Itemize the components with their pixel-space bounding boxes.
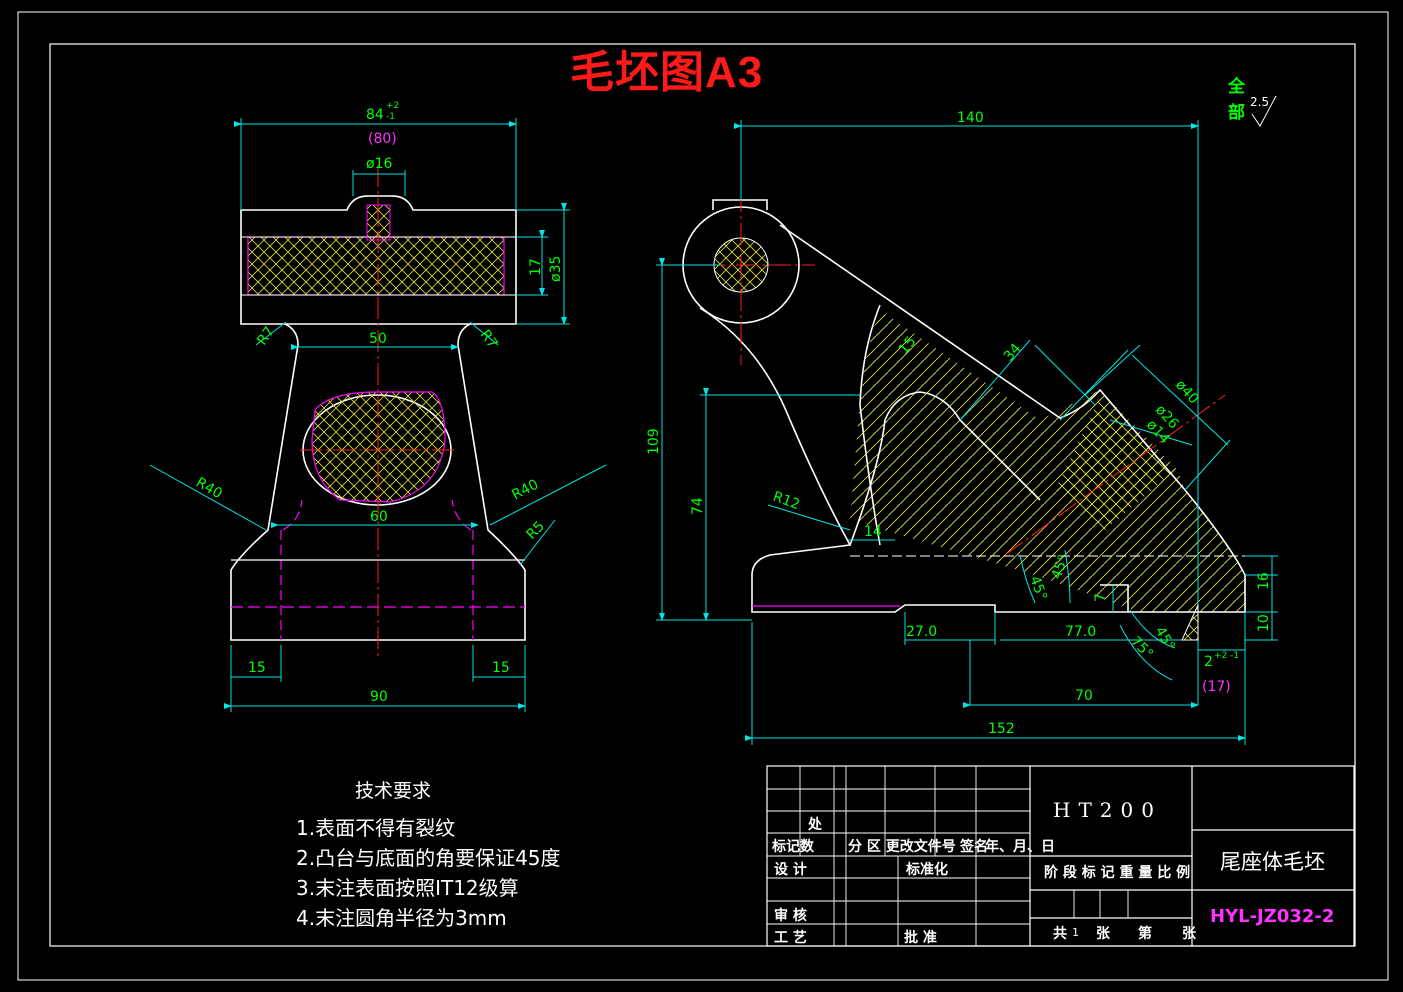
tb-gong: 共 xyxy=(1053,926,1067,942)
svg-text:74: 74 xyxy=(690,497,706,515)
svg-text:109: 109 xyxy=(646,428,662,455)
svg-text:45°: 45° xyxy=(1049,553,1073,582)
side-body-hatch xyxy=(850,310,1245,612)
svg-text:15: 15 xyxy=(492,660,510,676)
svg-text:全: 全 xyxy=(1227,76,1246,97)
svg-text:10: 10 xyxy=(1256,614,1272,632)
tech-req-item: 4.末注圆角半径为3mm xyxy=(296,906,507,930)
svg-text:70: 70 xyxy=(1075,688,1093,704)
front-dim-neck: 50 xyxy=(369,331,387,347)
svg-text:7: 7 xyxy=(1093,593,1109,602)
tb-chu: 处 xyxy=(808,817,822,833)
front-dim-boss: ø16 xyxy=(366,156,392,172)
tb-material: HT200 xyxy=(1053,798,1162,822)
svg-text:15: 15 xyxy=(248,660,266,676)
tb-sheet-count: 1 xyxy=(1072,926,1079,939)
tech-req-item: 1.表面不得有裂纹 xyxy=(296,816,456,840)
svg-text:R7: R7 xyxy=(254,324,278,348)
svg-text:75°: 75° xyxy=(1127,634,1156,663)
tb-biaozhunhua: 标准化 xyxy=(906,862,948,878)
svg-text:R5: R5 xyxy=(524,518,548,542)
front-dim-mid: 60 xyxy=(370,509,388,525)
tb-biaojishu: 标记数 xyxy=(772,839,814,855)
inner-frame xyxy=(49,43,1356,947)
svg-text:2: 2 xyxy=(1204,654,1213,670)
drawing-title: 毛坯图A3 xyxy=(570,48,764,97)
tb-fenqu: 分 区 更改文件号 xyxy=(848,839,956,855)
front-dim-ref: (80) xyxy=(368,131,397,147)
front-dim-base: 90 xyxy=(370,689,388,705)
title-block xyxy=(766,765,1355,947)
tb-di: 第 xyxy=(1138,926,1152,942)
side-dim-140: 140 xyxy=(957,110,984,126)
roughness-note: 全 部 2.5 xyxy=(1227,76,1277,127)
svg-text:+2: +2 xyxy=(386,101,399,111)
tb-sheji: 设 计 xyxy=(774,862,807,878)
svg-text:R40: R40 xyxy=(509,476,541,503)
svg-text:-1: -1 xyxy=(386,112,395,122)
tb-zhang2: 张 xyxy=(1182,926,1196,942)
side-dim-152: 152 xyxy=(988,721,1015,737)
svg-text:2.5: 2.5 xyxy=(1250,95,1269,109)
side-view: 140 109 74 R12 14 15 34 ø40 ø26 ø14 45° … xyxy=(646,110,1278,745)
svg-text:14: 14 xyxy=(864,524,882,540)
front-dim-top-width: 84 xyxy=(366,107,384,123)
tb-zhang: 张 xyxy=(1096,926,1110,942)
tb-shenhe: 审 核 xyxy=(774,908,807,924)
tb-nianyueri: 年、月、日 xyxy=(985,839,1055,855)
svg-text:45°: 45° xyxy=(1152,624,1178,654)
front-bore-hatch xyxy=(247,236,505,296)
front-view: 84 +2 -1 (80) ø16 17 ø35 R7 R7 50 R40 R4… xyxy=(149,101,607,712)
tech-req-item: 3.末注表面按照IT12级算 xyxy=(296,876,519,900)
svg-text:ø35: ø35 xyxy=(548,256,564,282)
tb-pizhun: 批 准 xyxy=(904,930,937,946)
outer-frame xyxy=(17,11,1389,981)
tb-gongyi: 工 艺 xyxy=(774,930,807,946)
svg-text:16: 16 xyxy=(1256,572,1272,590)
svg-text:R12: R12 xyxy=(771,489,802,513)
svg-text:17: 17 xyxy=(528,258,544,276)
tb-stage-row: 阶 段 标 记 重 量 比 例 xyxy=(1044,865,1191,881)
svg-text:77.0: 77.0 xyxy=(1065,624,1096,640)
svg-text:+2 -1: +2 -1 xyxy=(1214,651,1239,661)
svg-text:45°: 45° xyxy=(1026,574,1050,603)
tb-drawing-no: HYL-JZ032-2 xyxy=(1210,906,1335,927)
svg-text:部: 部 xyxy=(1228,102,1245,123)
tech-req-item: 2.凸台与底面的角要保证45度 xyxy=(296,846,561,870)
svg-text:34: 34 xyxy=(1001,341,1025,365)
svg-text:27.0: 27.0 xyxy=(906,624,937,640)
tb-part-name: 尾座体毛坯 xyxy=(1220,850,1325,874)
svg-text:ø40: ø40 xyxy=(1172,377,1202,407)
svg-text:(17): (17) xyxy=(1202,679,1231,695)
tech-req-heading: 技术要求 xyxy=(355,780,432,802)
tb-qiming: 签名 xyxy=(960,839,988,855)
